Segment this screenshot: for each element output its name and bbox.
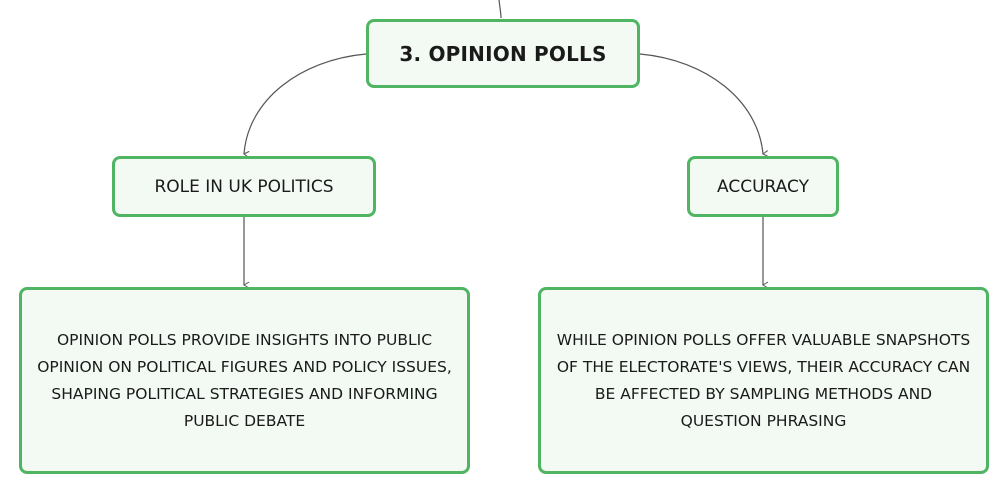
detail-node-role-in-uk-politics[interactable]: OPINION POLLS PROVIDE INSIGHTS INTO PUBL… — [19, 287, 470, 474]
connector-root-to-accuracy — [639, 53, 769, 157]
topic-node-role-in-uk-politics[interactable]: ROLE IN UK POLITICS — [112, 156, 376, 217]
connector-root-to-role — [243, 53, 367, 158]
topic-label: ACCURACY — [717, 176, 809, 197]
detail-node-accuracy[interactable]: WHILE OPINION POLLS OFFER VALUABLE SNAPS… — [538, 287, 989, 474]
incoming-connector — [498, 0, 502, 19]
root-topic-label: 3. OPINION POLLS — [399, 41, 607, 66]
topic-label: ROLE IN UK POLITICS — [154, 176, 334, 197]
topic-node-accuracy[interactable]: ACCURACY — [687, 156, 839, 217]
root-topic-node[interactable]: 3. OPINION POLLS — [366, 19, 640, 88]
detail-text: OPINION POLLS PROVIDE INSIGHTS INTO PUBL… — [37, 330, 452, 430]
detail-text: WHILE OPINION POLLS OFFER VALUABLE SNAPS… — [556, 330, 971, 430]
